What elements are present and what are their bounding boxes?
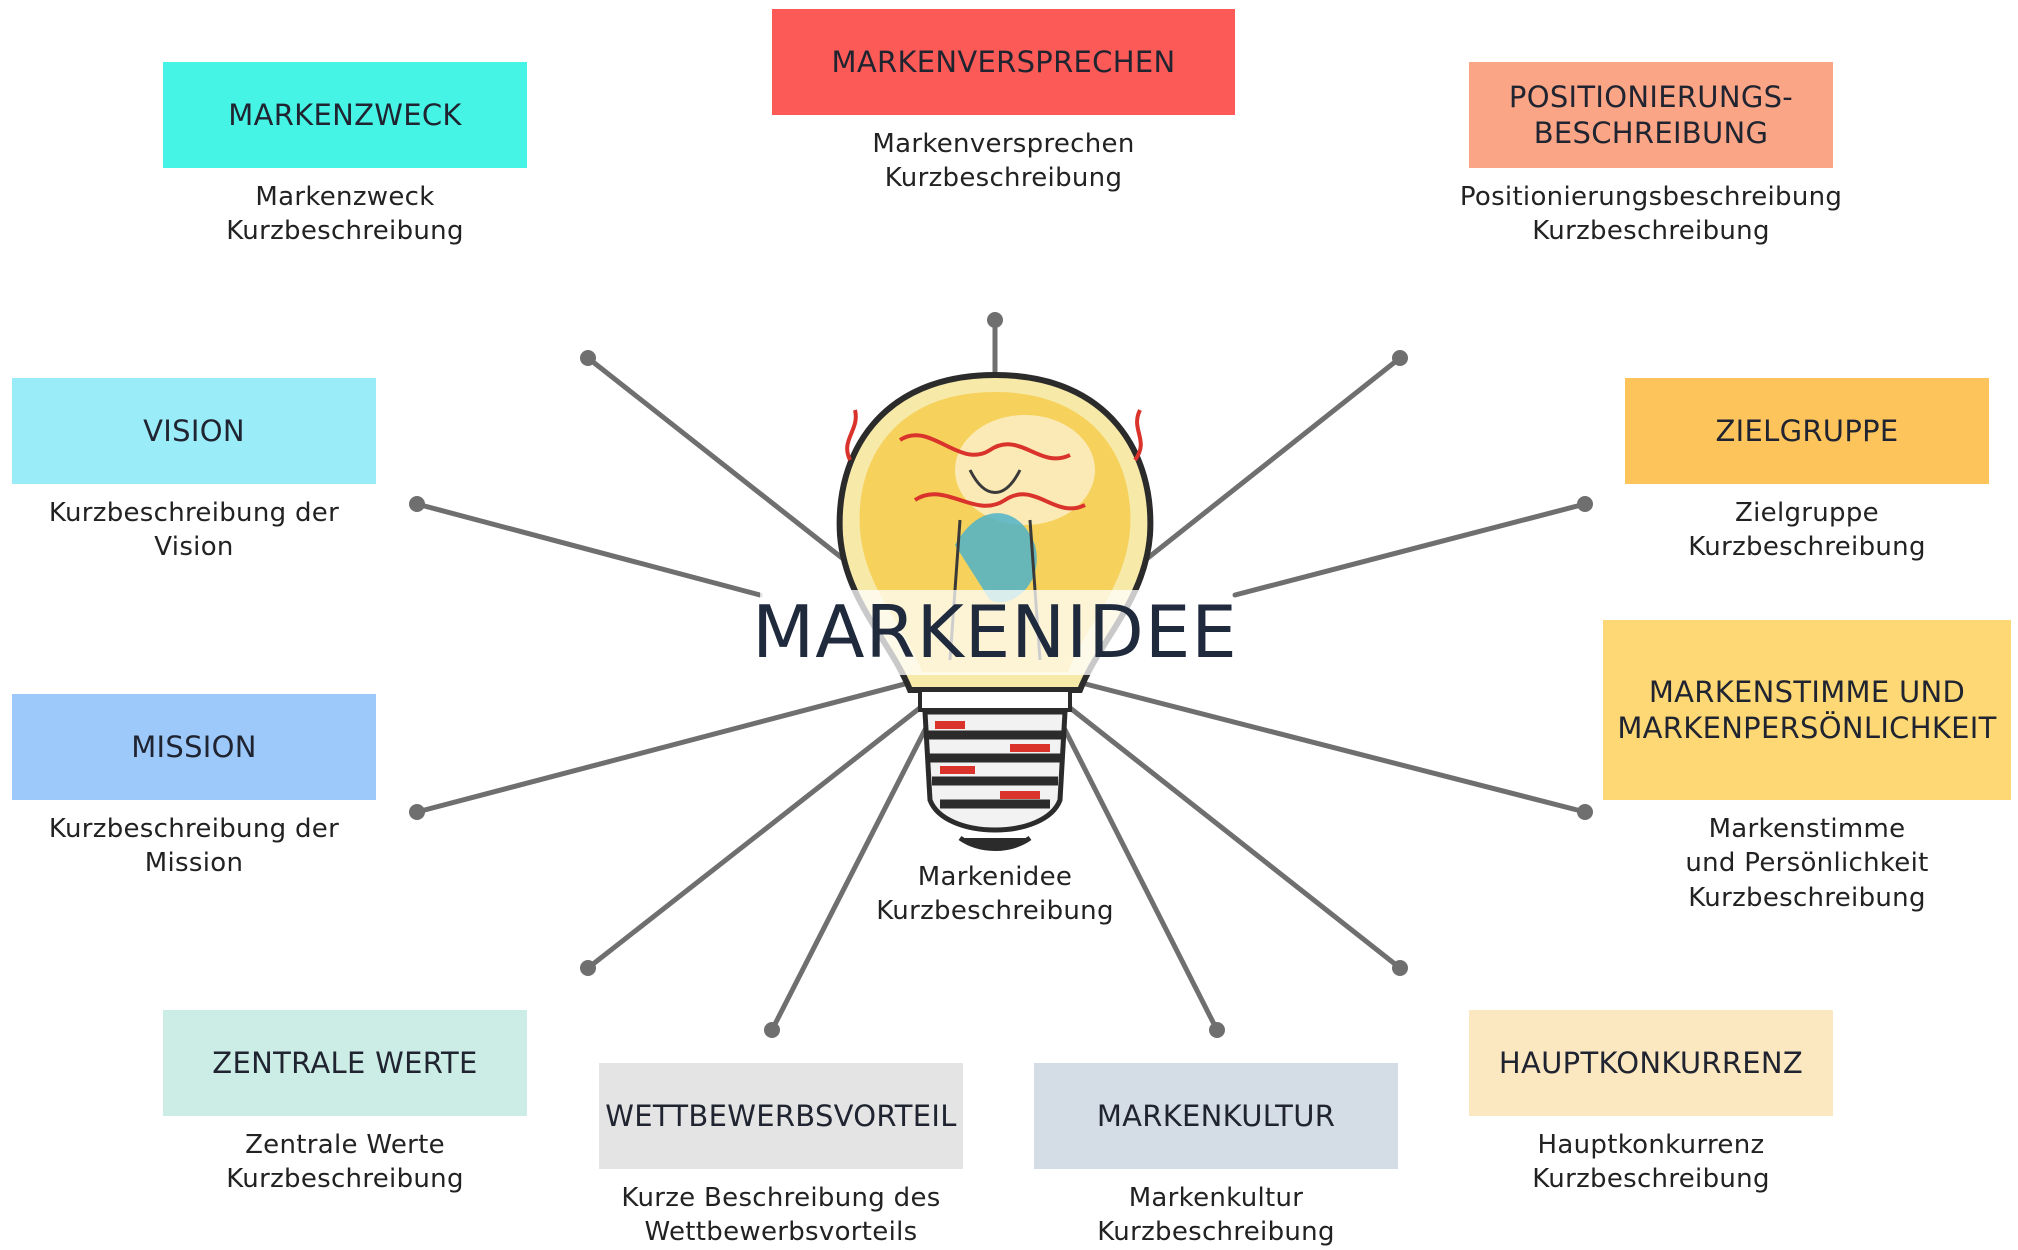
desc-zentrale-werte: Zentrale Werte Kurzbeschreibung	[226, 1130, 464, 1195]
connector-wettbewerbsvorteil	[769, 717, 933, 1033]
connector-lines	[414, 317, 1588, 1033]
dot-markenkultur	[1209, 1022, 1225, 1038]
box-wettbewerbsvorteil: WETTBEWERBSVORTEIL	[599, 1063, 963, 1169]
desc-markenkultur: Markenkultur Kurzbeschreibung	[1097, 1183, 1335, 1248]
connector-markenzweck	[585, 355, 873, 583]
desc-hauptkonkurrenz: Hauptkonkurrenz Kurzbeschreibung	[1532, 1130, 1770, 1195]
box-markenkultur: MARKENKULTUR	[1034, 1063, 1398, 1169]
dot-markenzweck	[580, 350, 596, 366]
connector-dots	[409, 312, 1593, 1038]
box-zentrale-werte: ZENTRALE WERTE	[163, 1010, 527, 1116]
box-vision: VISION	[12, 378, 376, 484]
desc-positionierung: Positionierungsbeschreibung Kurzbeschrei…	[1459, 182, 1843, 247]
box-markenstimme: MARKENSTIMME UND MARKENPERSÖNLICHKEIT	[1603, 620, 2011, 800]
box-positionierung: POSITIONIERUNGS- BESCHREIBUNG	[1469, 62, 1833, 168]
box-mission: MISSION	[12, 694, 376, 800]
connector-positionierung	[1117, 355, 1403, 583]
lightbulb-icon	[760, 371, 1230, 851]
dot-wettbewerbsvorteil	[764, 1022, 780, 1038]
dot-markenversprechen	[987, 312, 1003, 328]
connector-hauptkonkurrenz	[1057, 697, 1403, 971]
center-title: MARKENIDEE	[752, 590, 1238, 674]
connector-mission	[414, 677, 923, 815]
box-zielgruppe: ZIELGRUPPE	[1625, 378, 1989, 484]
connector-vision	[414, 501, 763, 598]
dot-zielgruppe	[1577, 496, 1593, 512]
desc-markenversprechen: Markenversprechen Kurzbeschreibung	[872, 129, 1135, 194]
desc-markenstimme: Markenstimme und Persönlichkeit Kurzbesc…	[1685, 814, 1929, 913]
box-hauptkonkurrenz: HAUPTKONKURRENZ	[1469, 1010, 1833, 1116]
box-markenzweck: MARKENZWECK	[163, 62, 527, 168]
desc-zielgruppe: Zielgruppe Kurzbeschreibung	[1688, 498, 1926, 563]
connector-zielgruppe	[1232, 501, 1588, 598]
desc-vision: Kurzbeschreibung der Vision	[48, 498, 340, 563]
dot-markenstimme	[1577, 804, 1593, 820]
dot-hauptkonkurrenz	[1392, 960, 1408, 976]
dot-positionierung	[1392, 350, 1408, 366]
dot-zentrale-werte	[580, 960, 596, 976]
connector-zentrale-werte	[585, 697, 933, 971]
connector-markenstimme	[1067, 677, 1588, 815]
connector-markenkultur	[1057, 717, 1220, 1033]
desc-wettbewerbsvorteil: Kurze Beschreibung des Wettbewerbsvortei…	[621, 1183, 941, 1248]
desc-markenzweck: Markenzweck Kurzbeschreibung	[226, 182, 464, 247]
desc-mission: Kurzbeschreibung der Mission	[48, 814, 340, 879]
center-description: Markenidee Kurzbeschreibung	[876, 862, 1114, 927]
box-markenversprechen: MARKENVERSPRECHEN	[772, 9, 1235, 115]
dot-vision	[409, 496, 425, 512]
dot-mission	[409, 804, 425, 820]
